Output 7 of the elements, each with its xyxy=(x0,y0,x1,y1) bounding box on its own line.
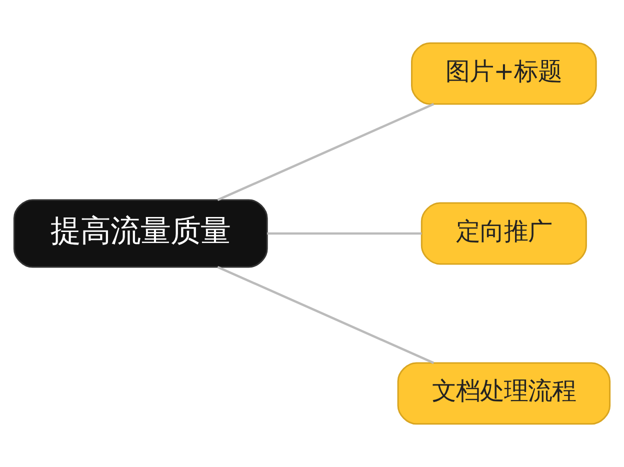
node-box: 定向推广 xyxy=(420,202,587,265)
connector xyxy=(217,266,434,364)
connector xyxy=(267,232,422,235)
node-box: 提高流量质量 xyxy=(13,199,268,268)
node-box: 图片+标题 xyxy=(411,42,597,105)
node-box: 文档处理流程 xyxy=(397,362,611,425)
connector xyxy=(217,103,434,202)
